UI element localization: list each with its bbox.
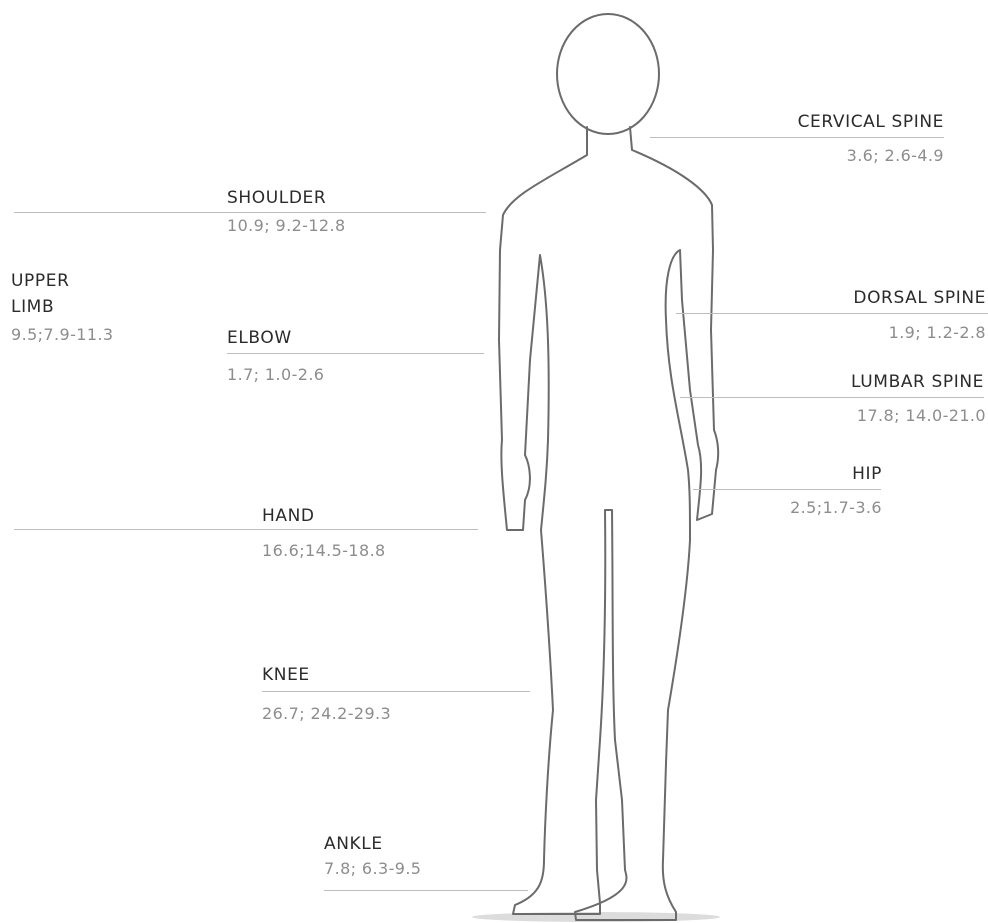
elbow-label: ELBOW <box>227 327 292 349</box>
shoulder-leader-line <box>14 212 486 213</box>
hand-value: 16.6;14.5-18.8 <box>262 540 386 562</box>
shoulder-label: SHOULDER <box>227 187 326 209</box>
ankle-leader-line <box>324 890 528 891</box>
cervical-spine-leader-line <box>650 137 944 138</box>
cervical-spine-value: 3.6; 2.6-4.9 <box>847 145 944 167</box>
upper-limb-label-line1: UPPER <box>11 270 70 292</box>
lumbar-spine-label: LUMBAR SPINE <box>851 371 984 393</box>
hand-label: HAND <box>262 505 315 527</box>
hip-leader-line <box>693 489 881 490</box>
ankle-value: 7.8; 6.3-9.5 <box>324 858 421 880</box>
dorsal-spine-leader-line <box>676 313 988 314</box>
cervical-spine-label: CERVICAL SPINE <box>798 111 944 133</box>
hand-leader-line <box>14 529 478 530</box>
ankle-label: ANKLE <box>324 833 383 855</box>
lumbar-spine-leader-line <box>680 397 984 398</box>
upper-limb-value: 9.5;7.9-11.3 <box>11 324 113 346</box>
elbow-value: 1.7; 1.0-2.6 <box>227 364 324 386</box>
lumbar-spine-value: 17.8; 14.0-21.0 <box>857 405 986 427</box>
hip-value: 2.5;1.7-3.6 <box>790 497 882 519</box>
hip-label: HIP <box>852 463 882 485</box>
dorsal-spine-value: 1.9; 1.2-2.8 <box>889 322 986 344</box>
head-outline <box>557 14 659 134</box>
dorsal-spine-label: DORSAL SPINE <box>853 287 986 309</box>
upper-limb-label-line2: LIMB <box>11 296 54 318</box>
knee-leader-line <box>262 691 530 692</box>
knee-label: KNEE <box>262 664 310 686</box>
elbow-leader-line <box>227 353 484 354</box>
shoulder-value: 10.9; 9.2-12.8 <box>227 215 346 237</box>
body-outline <box>499 127 718 920</box>
knee-value: 26.7; 24.2-29.3 <box>262 703 391 725</box>
